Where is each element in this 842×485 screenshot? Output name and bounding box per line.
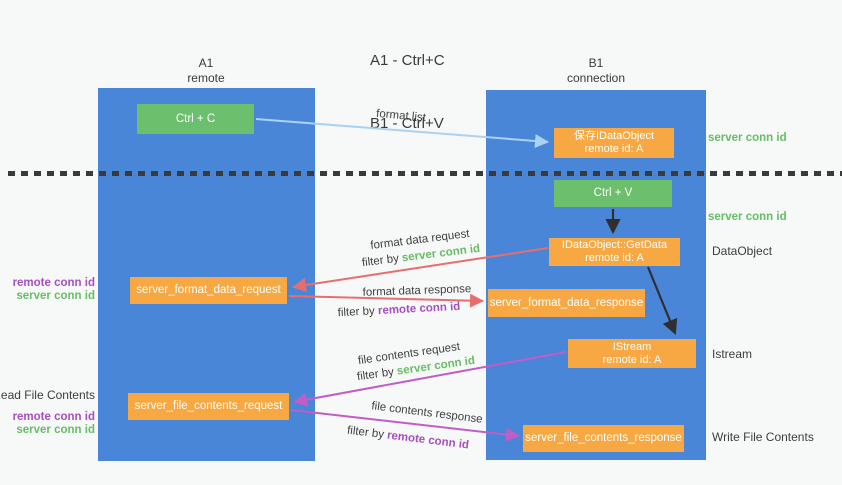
server-conn-id-annotation-mid: server conn id — [708, 211, 787, 223]
remote-conn-id-annotation-top: remote conn id — [12, 277, 95, 289]
save-idataobject-line1: 保存IDataObject — [573, 130, 655, 142]
server-format-data-request-label: server_format_data_request — [136, 284, 281, 296]
read-file-contents-annotation: Read File Contents — [0, 388, 95, 402]
server-format-data-response-box: server_format_data_response — [488, 289, 645, 317]
ctrl-v-label: Ctrl + V — [593, 187, 633, 199]
dataobject-annotation: DataObject — [712, 244, 773, 258]
idataobject-getdata-box: IDataObject::GetData remote id: A — [549, 238, 680, 266]
filter-by-text: filter by — [361, 252, 400, 270]
ctrl-c-box: Ctrl + C — [137, 104, 254, 134]
filter-by-text: filter by — [337, 305, 376, 320]
idataobject-getdata-line1: IDataObject::GetData — [561, 239, 668, 251]
filter-by-text: filter by — [346, 424, 385, 441]
istream-line1: IStream — [612, 340, 652, 353]
right-column-header: B1 connection — [536, 56, 656, 86]
file-contents-response-filter-label: filter by remote conn id — [346, 425, 469, 452]
filter-by-text: filter by — [356, 366, 395, 384]
server-file-contents-response-box: server_file_contents_response — [523, 425, 684, 452]
idataobject-getdata-line2: remote id: A — [585, 252, 644, 264]
diagram-title: A1 - Ctrl+C B1 - Ctrl+V — [370, 8, 445, 176]
server-format-data-request-box: server_format_data_request — [130, 277, 287, 304]
write-file-contents-annotation: Write File Contents — [712, 430, 814, 444]
istream-annotation: Istream — [712, 347, 753, 361]
server-conn-id-annotation-left-top: server conn id — [16, 290, 95, 302]
copy-paste-divider-line — [8, 171, 842, 176]
remote-conn-id-text: remote conn id — [377, 300, 461, 318]
save-idataobject-box: 保存IDataObject remote id: A — [554, 128, 674, 158]
server-file-contents-request-box: server_file_contents_request — [128, 393, 289, 420]
left-column-header: A1 remote — [146, 56, 266, 86]
file-contents-response-label: file contents response — [370, 400, 484, 426]
save-idataobject-line2: remote id: A — [584, 143, 644, 155]
istream-box: IStream remote id: A — [568, 339, 696, 368]
left-column-subtitle: remote — [187, 71, 225, 85]
ctrl-v-box: Ctrl + V — [554, 180, 672, 207]
server-file-contents-response-label: server_file_contents_response — [525, 432, 682, 444]
remote-conn-id-text: remote conn id — [386, 429, 470, 452]
server-conn-id-annotation-top: server conn id — [708, 132, 787, 144]
server-file-contents-request-label: server_file_contents_request — [134, 400, 283, 412]
title-line-1: A1 - Ctrl+C — [370, 52, 445, 69]
ctrl-c-label: Ctrl + C — [175, 112, 216, 125]
right-column-subtitle: connection — [566, 71, 626, 85]
server-format-data-response-label: server_format_data_response — [489, 296, 644, 309]
format-data-response-filter-label: filter by remote conn id — [337, 301, 460, 319]
right-column-title: B1 — [588, 56, 604, 70]
remote-conn-id-annotation-bottom: remote conn id — [12, 411, 95, 423]
server-conn-id-annotation-left-bottom: server conn id — [16, 424, 95, 436]
left-column-title: A1 — [198, 56, 214, 70]
istream-line2: remote id: A — [602, 353, 662, 366]
format-data-response-label: format data response — [362, 283, 472, 299]
